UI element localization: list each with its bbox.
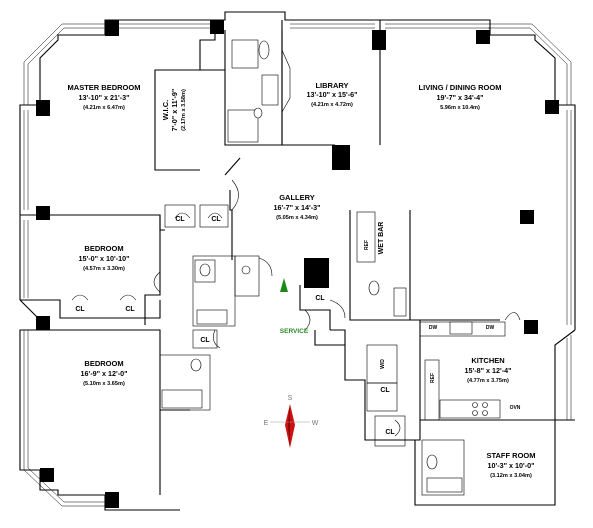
kitchen-dims: 15'-8" x 12'-4" xyxy=(465,366,512,375)
master-bedroom-name: MASTER BEDROOM xyxy=(68,83,141,92)
service-entrance: SERVICE xyxy=(280,278,309,335)
master-bedroom-dims: 13'-10" x 21'-3" xyxy=(79,93,130,102)
bedroom-1-metric: (4.57m x 3.30m) xyxy=(83,266,125,272)
room-master-bedroom: MASTER BEDROOM 13'-10" x 21'-3" (4.21m x… xyxy=(68,83,141,111)
washer-dryer-label: W/D xyxy=(380,359,386,369)
staff-room-metric: (3.12m x 3.04m) xyxy=(490,473,532,479)
living-dining-name: LIVING / DINING ROOM xyxy=(419,83,502,92)
room-bedroom-2: BEDROOM 16'-9" x 12'-0" (5.10m x 3.65m) xyxy=(81,359,128,387)
closet-labels: CL CL CL CL CL CL CL CL xyxy=(75,216,395,436)
living-dining-dims: 19'-7" x 34'-4" xyxy=(437,93,484,102)
compass-w: W xyxy=(312,420,319,427)
staff-room-name: STAFF ROOM xyxy=(486,451,535,460)
bedroom-1-name: BEDROOM xyxy=(84,244,123,253)
living-dining-metric: 5.96m x 10.4m) xyxy=(440,105,480,111)
room-kitchen: KITCHEN 15'-8" x 12'-4" (4.77m x 3.75m) xyxy=(465,356,512,384)
oven-label: OVN xyxy=(510,405,521,411)
closet-label: CL xyxy=(380,387,390,394)
bedroom-2-dims: 16'-9" x 12'-0" xyxy=(81,369,128,378)
library-name: LIBRARY xyxy=(315,81,348,90)
gallery-dims: 16'-7" x 14'-3" xyxy=(274,203,321,212)
compass-e: E xyxy=(264,420,269,427)
closet-label: CL xyxy=(125,306,135,313)
bedroom-2-metric: (5.10m x 3.65m) xyxy=(83,381,125,387)
wic-name: W.I.C. xyxy=(161,100,170,120)
closet-label: CL xyxy=(200,337,210,344)
closet-label: CL xyxy=(385,429,395,436)
gallery-metric: (5.05m x 4.34m) xyxy=(276,215,318,221)
closet-label: CL xyxy=(211,216,221,223)
bedroom-1-dims: 15'-0" x 10'-10" xyxy=(79,254,130,263)
interior-walls xyxy=(20,20,556,506)
room-gallery: GALLERY 16'-7" x 14'-3" (5.05m x 4.34m) xyxy=(274,193,321,221)
library-metric: (4.21m x 4.72m) xyxy=(311,102,353,108)
closet-label: CL xyxy=(175,216,185,223)
dw-label-1: DW xyxy=(429,325,438,331)
doors xyxy=(71,179,521,437)
closet-label: CL xyxy=(75,306,85,313)
appliance-labels: WET BAR REF DW DW REF OVN W/D xyxy=(364,222,521,411)
master-bedroom-metric: (4.21m x 6.47m) xyxy=(83,105,125,111)
room-wic: W.I.C. 7'-0" x 11'-9" (2.17m x 3.58m) xyxy=(161,89,187,132)
kitchen-metric: (4.77m x 3.75m) xyxy=(467,378,509,384)
compass-s: S xyxy=(288,395,293,402)
service-label: SERVICE xyxy=(280,328,309,335)
wet-bar-label: WET BAR xyxy=(378,222,385,255)
kitchen-name: KITCHEN xyxy=(471,356,504,365)
room-bedroom-1: BEDROOM 15'-0" x 10'-10" (4.57m x 3.30m) xyxy=(79,244,130,272)
wic-metric: (2.17m x 3.58m) xyxy=(181,89,187,131)
room-living-dining: LIVING / DINING ROOM 19'-7" x 34'-4" 5.9… xyxy=(419,83,502,111)
wic-dims: 7'-0" x 11'-9" xyxy=(170,89,179,132)
staff-room-dims: 10'-3" x 10'-0" xyxy=(488,461,535,470)
columns xyxy=(36,20,559,508)
kitchen-ref-label: REF xyxy=(430,373,436,383)
compass: S E W xyxy=(264,395,319,448)
fixtures xyxy=(161,39,506,493)
dw-label-2: DW xyxy=(486,325,495,331)
bedroom-2-name: BEDROOM xyxy=(84,359,123,368)
library-dims: 13'-10" x 15'-6" xyxy=(307,90,358,99)
room-staff-room: STAFF ROOM 10'-3" x 10'-0" (3.12m x 3.04… xyxy=(486,451,535,479)
room-library: LIBRARY 13'-10" x 15'-6" (4.21m x 4.72m) xyxy=(307,81,358,108)
ref-label: REF xyxy=(364,240,370,250)
entry-arrow-icon xyxy=(280,278,288,292)
closet-label: CL xyxy=(315,295,325,302)
gallery-name: GALLERY xyxy=(279,193,315,202)
